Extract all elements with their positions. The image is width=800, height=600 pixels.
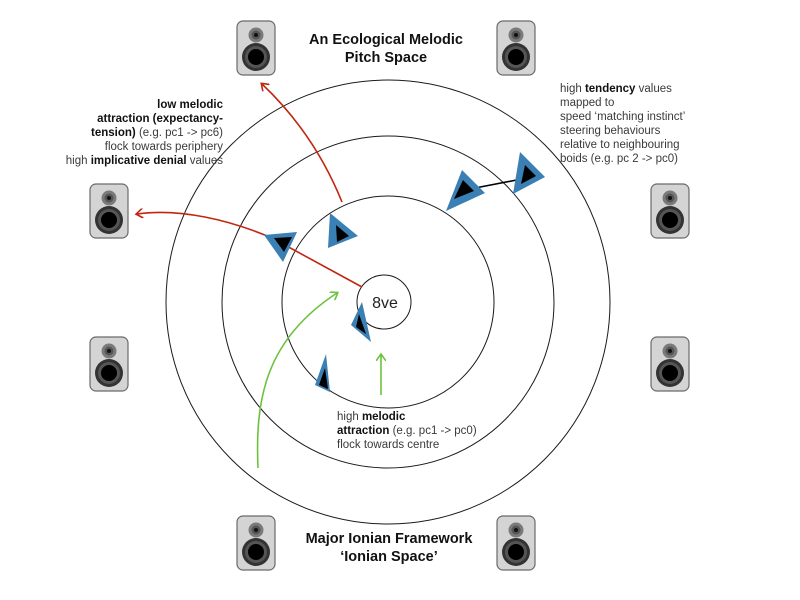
boid-center [351, 302, 371, 342]
high-attraction-annotation: high melodic attraction (e.g. pc1 -> pc0… [337, 411, 477, 451]
low-attraction-annotation: low melodic attraction (expectancy- tens… [65, 99, 223, 167]
speaker-right-lower-icon [650, 336, 690, 392]
boid-upper [328, 213, 358, 248]
framework-title: Major Ionian Framework ‘Ionian Space’ [305, 531, 473, 565]
speaker-bottom-left-icon [236, 515, 276, 571]
speaker-left-lower-icon [89, 336, 129, 392]
diagram-title: An Ecological Melodic Pitch Space [309, 32, 463, 66]
speaker-right-upper-icon [650, 183, 690, 239]
speaker-left-upper-icon [89, 183, 129, 239]
boid-right-b [513, 152, 545, 194]
repel-arrow-up [262, 84, 343, 203]
attract-arrow-curved [256, 293, 337, 469]
ring-octave [356, 274, 412, 330]
boid-right-a [446, 170, 485, 211]
speaker-top-left-icon [236, 20, 276, 76]
speaker-bottom-right-icon [496, 515, 536, 571]
boid-left [264, 232, 297, 262]
speaker-top-right-icon [496, 20, 536, 76]
ring-outer [165, 79, 611, 525]
ring-middle [221, 135, 555, 469]
tendency-annotation: high tendency values mapped to speed ‘ma… [560, 83, 686, 165]
octave-label: 8ve [372, 295, 398, 312]
ring-inner [281, 195, 495, 409]
repel-arrow-left [137, 212, 273, 239]
boid-lower [315, 354, 330, 392]
